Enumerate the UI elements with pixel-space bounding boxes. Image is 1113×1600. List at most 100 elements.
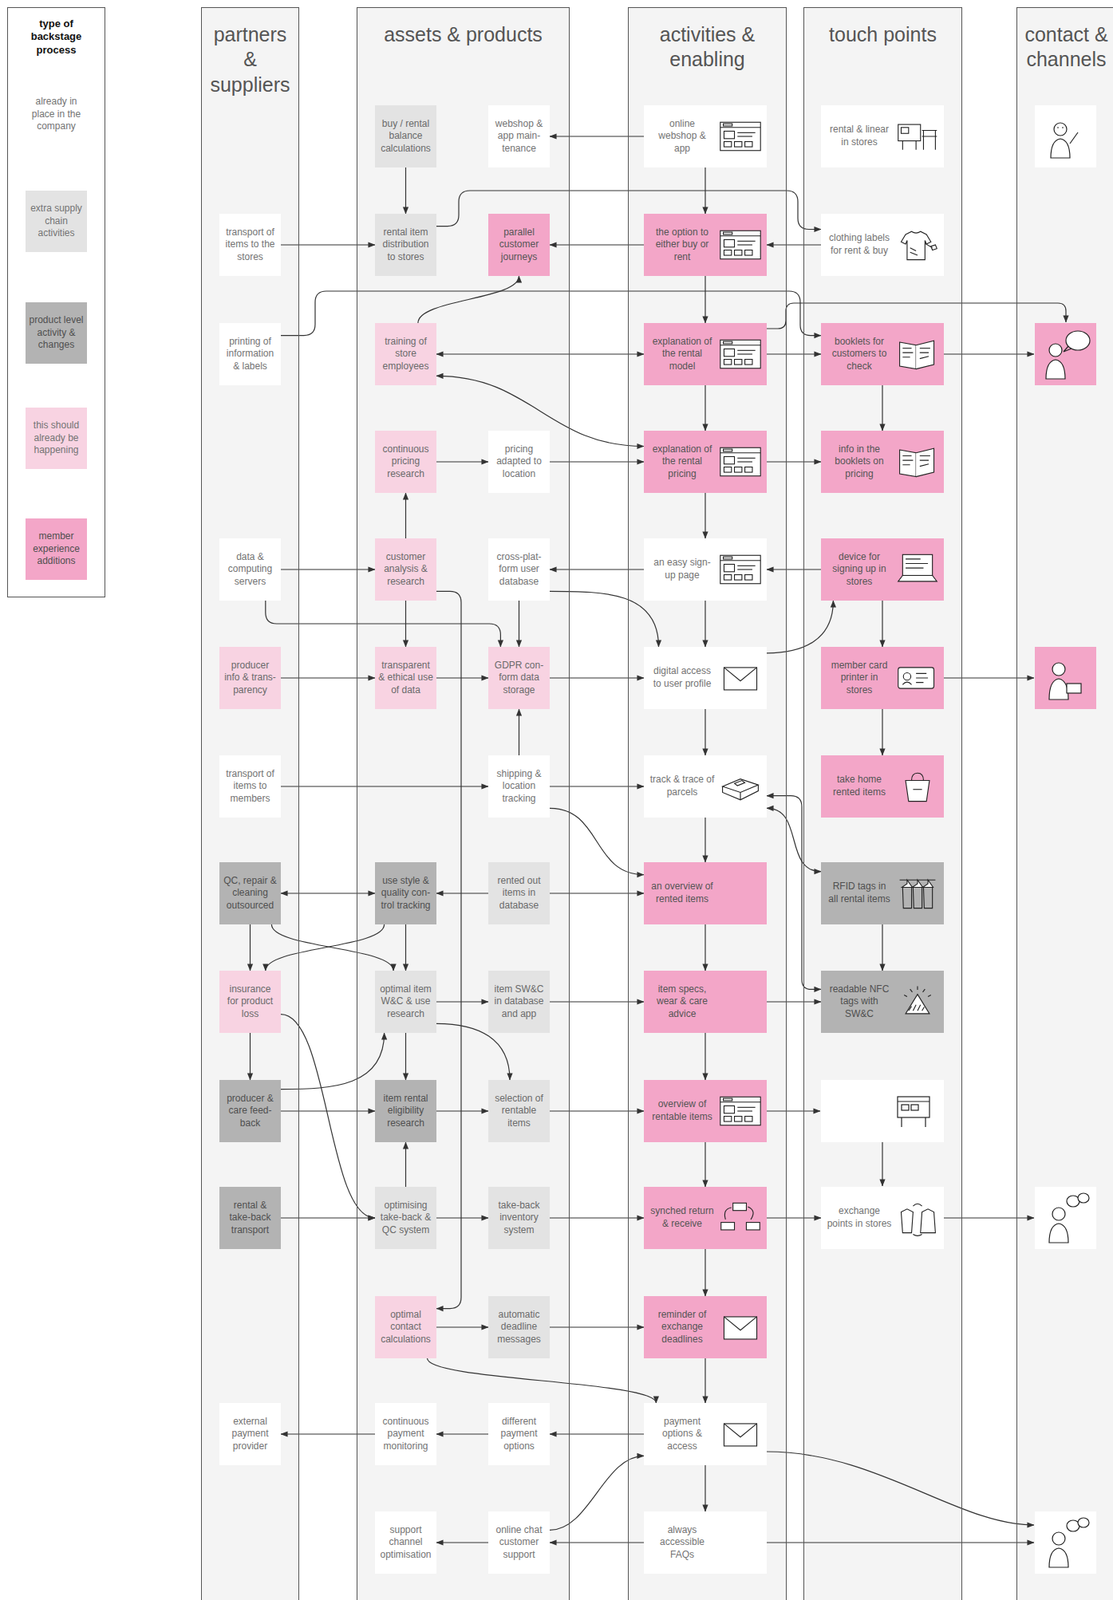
connector-arrow — [704, 1465, 706, 1512]
sketch-stroke — [720, 447, 761, 476]
connector-arrow — [549, 808, 644, 875]
process-box: selection of rentable items — [488, 1080, 550, 1143]
box-label: item rental eligibility research — [374, 1093, 437, 1131]
box-label: printing of information & labels — [219, 335, 281, 374]
sketch-stroke — [1052, 1532, 1066, 1546]
connector-arrow — [766, 600, 833, 654]
sketch-stroke — [1069, 132, 1078, 144]
connector-arrow — [405, 493, 407, 539]
process-box: optimal item W&C & use research — [374, 970, 437, 1034]
connector-arrow — [766, 353, 821, 355]
process-box: exchange points in stores — [820, 1187, 944, 1250]
process-box: transparent & ethical use of data — [374, 647, 437, 710]
process-box: item rental eligibility research — [374, 1080, 437, 1143]
connector-arrow — [265, 924, 385, 971]
sketch-stroke — [723, 239, 735, 247]
sketch-stroke — [1052, 663, 1066, 676]
sketch-stroke — [723, 348, 735, 356]
sketch-stroke — [723, 341, 733, 344]
sketch-stroke — [745, 467, 753, 474]
process-box: overview of rentable items — [643, 1080, 767, 1143]
process-box: device for signing up in stores — [820, 538, 944, 601]
process-box: explanation of the rental pricing — [643, 430, 767, 494]
box-label: item SW&C in database and app — [488, 983, 550, 1022]
box-label: an overview of rented items — [647, 880, 717, 906]
sketch-stroke — [902, 888, 932, 909]
sketch-stroke — [943, 677, 1035, 679]
process-box: parallel customer journeys — [488, 213, 550, 277]
sketch-stroke — [766, 1110, 821, 1112]
connector-arrow — [427, 1358, 657, 1404]
process-box: an overview of rented items — [643, 862, 767, 925]
sketch-stroke — [745, 359, 753, 366]
sketch-stroke — [737, 135, 753, 137]
sketch-stroke — [745, 142, 753, 148]
connector-arrow — [704, 276, 706, 324]
sketch-stroke — [1049, 1193, 1090, 1244]
sketch-stroke — [1049, 1518, 1090, 1568]
process-box: online chat customer support — [488, 1511, 550, 1575]
process-box: always accessible FAQs — [643, 1511, 767, 1575]
process-box: explanation of the rental model — [643, 323, 767, 386]
connector-arrow — [549, 677, 644, 679]
box-label: continuous payment monitoring — [374, 1416, 437, 1454]
sketch-icon — [895, 226, 940, 264]
connector-arrow — [405, 600, 407, 648]
sketch-stroke — [723, 564, 735, 572]
process-box: webshop & app main-tenance — [488, 105, 550, 168]
sketch-stroke — [902, 554, 932, 576]
sketch-stroke — [734, 781, 746, 787]
connector-arrow — [549, 785, 644, 787]
connector-arrow — [436, 1326, 489, 1328]
box-label: transport of items to members — [219, 768, 281, 806]
sketch-stroke — [737, 353, 753, 355]
process-box: buy / rental balance calculations — [374, 105, 437, 168]
connector-arrow — [549, 591, 660, 648]
sketch-stroke — [720, 560, 761, 561]
connector-arrow — [549, 1542, 644, 1544]
connector-arrow — [280, 677, 375, 679]
box-label: producer & care feed-back — [219, 1093, 281, 1131]
process-box: rental item distribution to stores — [374, 213, 437, 277]
box-label: digital access to user profile — [647, 665, 717, 691]
sketch-stroke — [902, 456, 931, 467]
box-label: payment options & access — [647, 1416, 717, 1454]
sketch-stroke — [723, 1424, 757, 1438]
box-label: rental & linear in stores — [824, 123, 894, 149]
process-box: optimising take-back & QC system — [374, 1187, 437, 1250]
sketch-stroke — [723, 556, 733, 560]
connector-arrow — [549, 135, 644, 137]
sketch-stroke — [922, 130, 938, 150]
sketch-stroke — [899, 342, 917, 370]
sketch-stroke — [723, 456, 735, 464]
connector-arrow — [881, 709, 883, 756]
sketch-stroke — [723, 1317, 757, 1331]
sketch-stroke — [898, 124, 921, 142]
sketch-icon — [895, 875, 940, 912]
process-box: synched return & receive — [643, 1187, 767, 1250]
sketch-stroke — [1052, 1207, 1066, 1221]
sketch-stroke — [1045, 122, 1090, 1568]
connector-arrow — [549, 892, 644, 894]
sketch-stroke — [745, 1223, 760, 1231]
connector-arrow — [418, 276, 520, 324]
sketch-stroke — [910, 248, 918, 256]
sketch-stroke — [905, 994, 930, 1015]
sketch-stroke — [723, 667, 757, 682]
sketch-stroke — [721, 1223, 735, 1231]
sketch-icon — [895, 335, 940, 373]
sketch-stroke — [745, 575, 753, 581]
process-box: member card printer in stores — [820, 647, 944, 710]
box-label: explanation of the rental pricing — [647, 443, 717, 482]
box-label: webshop & app main-tenance — [488, 118, 550, 156]
sketch-stroke — [723, 667, 757, 691]
sketch-stroke — [737, 1110, 753, 1112]
process-box: training of store employees — [374, 323, 437, 386]
box-label: training of store employees — [374, 335, 437, 374]
sketch-stroke — [734, 250, 742, 257]
sketch-stroke — [943, 1217, 1035, 1219]
legend-swatch: product level activity & changes — [25, 302, 87, 364]
sketch-stroke — [1045, 359, 1066, 379]
sketch-stroke — [724, 1207, 754, 1220]
box-label: optimising take-back & QC system — [374, 1199, 437, 1238]
